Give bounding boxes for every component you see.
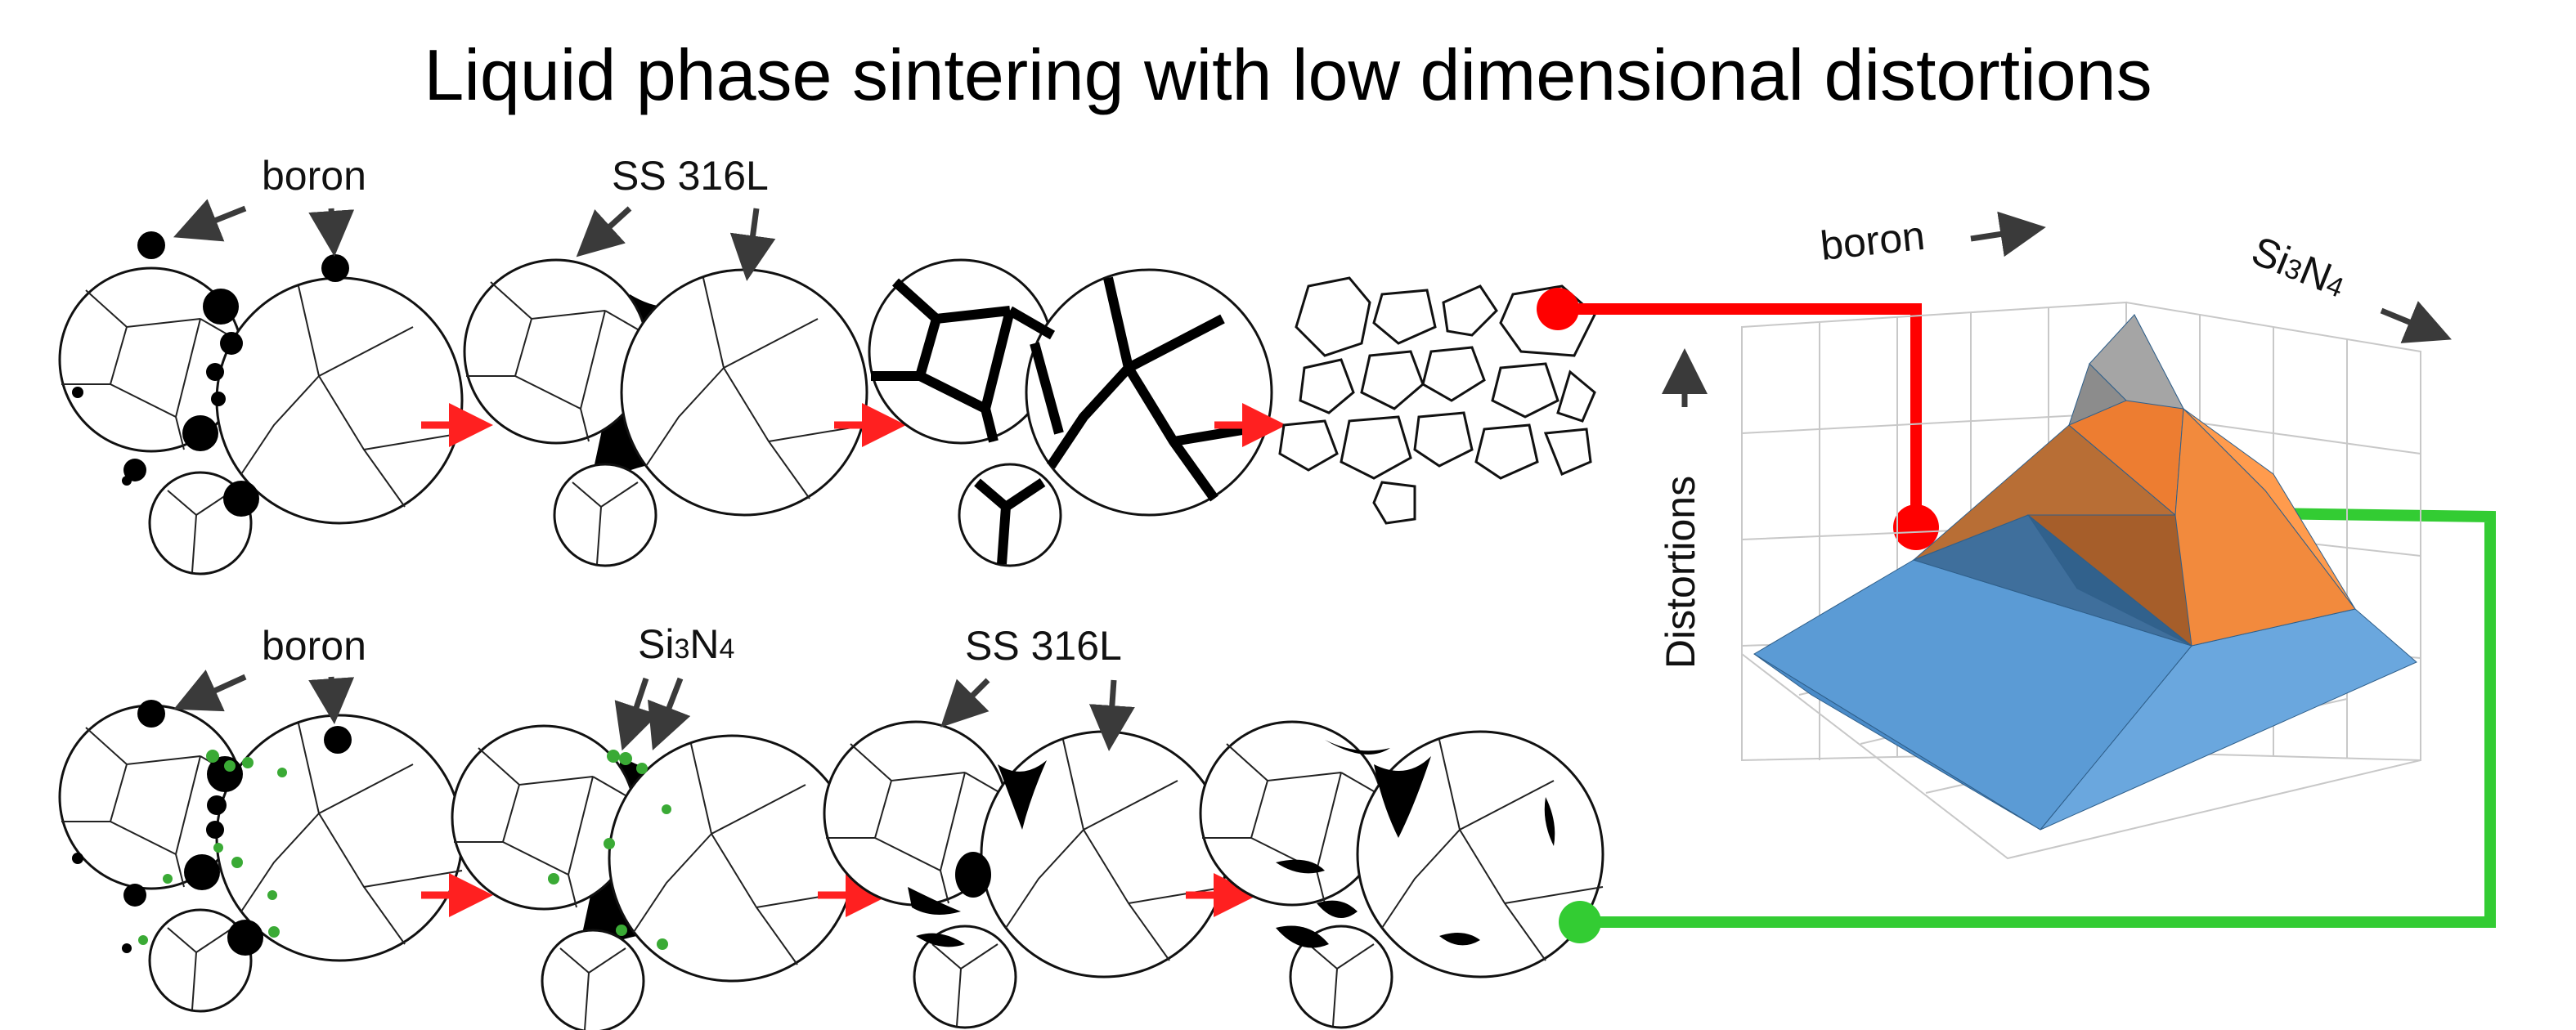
top-stage-1-powder-mix xyxy=(58,231,464,575)
bottom-connector-line xyxy=(1580,508,2496,928)
si3n4-particles xyxy=(138,750,287,945)
top-ss-pointer-right xyxy=(729,208,776,281)
bottom-stage-4-densified xyxy=(1199,720,1604,1029)
top-boron-label: boron xyxy=(262,153,366,199)
top-ss-pointer-left xyxy=(576,206,632,258)
bottom-ss-label: SS 316L xyxy=(965,623,1122,669)
bottom-boron-pointer-right xyxy=(308,676,355,724)
top-connector-dot-start xyxy=(1537,288,1579,330)
si3n4-in-liquid xyxy=(548,750,671,950)
axis-si3n4-arrow xyxy=(2380,301,2452,343)
top-ss-label: SS 316L xyxy=(612,153,769,199)
bottom-stage-2-liquid-phase xyxy=(451,724,856,1030)
bottom-connector-dot-start xyxy=(1559,901,1601,943)
bottom-si3n4-pointer-left xyxy=(614,677,658,751)
bottom-ss-pointer-left xyxy=(940,678,990,728)
distortion-surface-plot: boron Si3N4 Distortions xyxy=(1658,211,2452,860)
bottom-ss-pointer-right xyxy=(1088,679,1135,751)
top-row: boron SS 316L xyxy=(58,153,1939,575)
top-boron-pointer-left xyxy=(173,199,247,242)
bottom-boron-label: boron xyxy=(262,623,366,669)
axis-distortions-label: Distortions xyxy=(1658,476,1703,669)
top-connector-dot-end xyxy=(1893,504,1939,550)
liquid-pockets xyxy=(908,760,1047,947)
bottom-row: boron Si3N4 SS 31 xyxy=(58,488,2496,1030)
bottom-stage-3-partial-wetting xyxy=(823,720,1228,1029)
liquid-pockets-final xyxy=(1276,740,1555,948)
boron-particles xyxy=(72,231,349,517)
bottom-si3n4-pointer-right xyxy=(648,677,691,751)
top-stage-2-liquid-phase xyxy=(463,258,868,567)
axis-boron-label: boron xyxy=(1818,213,1927,269)
top-boron-pointer-right xyxy=(308,208,355,257)
top-connector-line xyxy=(1558,303,1922,523)
axis-boron-arrow xyxy=(1970,211,2046,258)
axis-si3n4-label: Si3N4 xyxy=(2246,227,2353,306)
bottom-stage-1-powder-mix xyxy=(58,700,464,1013)
bottom-si3n4-label: Si3N4 xyxy=(638,621,734,667)
plot-surface xyxy=(1753,313,2417,831)
page-title: Liquid phase sintering with low dimensio… xyxy=(424,34,2152,115)
top-stage-3-grain-boundary-wetting xyxy=(868,258,1273,567)
bottom-boron-pointer-left xyxy=(173,670,247,712)
